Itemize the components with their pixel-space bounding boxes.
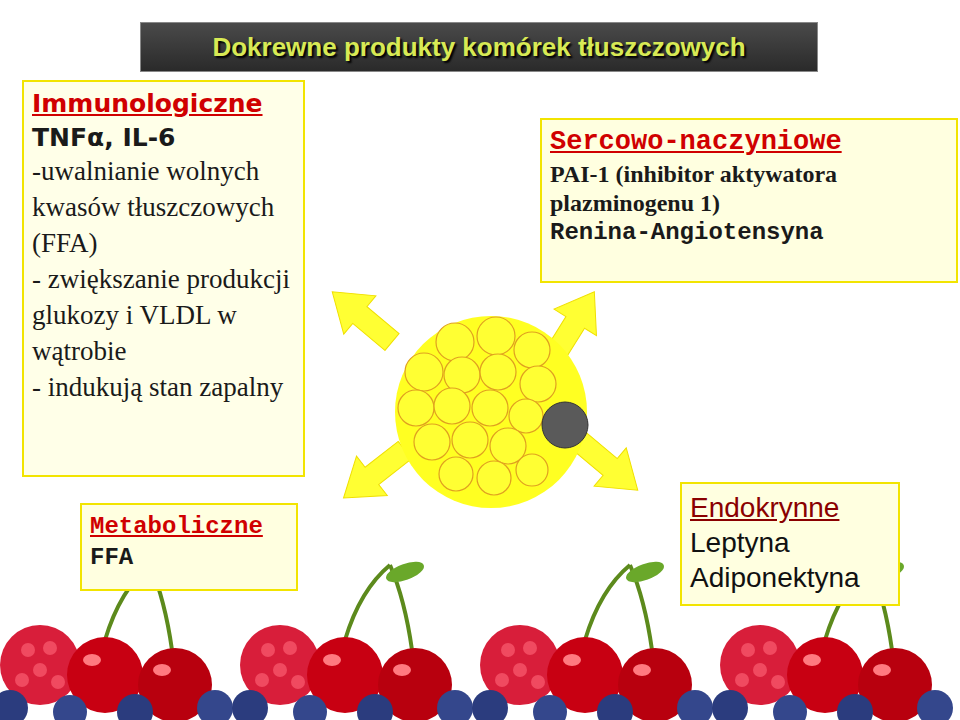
category-heading: Endokrynne <box>690 490 890 525</box>
category-heading: Metaboliczne <box>90 511 288 542</box>
fruit-cluster <box>472 558 713 720</box>
fat-cell <box>395 316 587 508</box>
nucleus <box>542 402 588 448</box>
category-item: Adiponektyna <box>690 560 890 595</box>
title: Dokrewne produkty komórek tłuszczowych <box>212 32 745 63</box>
arrow-up-left <box>316 273 408 361</box>
droplet <box>477 461 511 495</box>
droplet <box>414 424 450 460</box>
droplet <box>398 390 434 426</box>
category-item: - indukują stan zapalny <box>32 370 295 406</box>
droplet <box>439 457 473 491</box>
category-item: Renina-Angiotensyna <box>550 217 948 248</box>
category-box: EndokrynneLeptynaAdiponektyna <box>680 482 900 606</box>
category-box: MetaboliczneFFA <box>80 503 298 591</box>
title-bar: Dokrewne produkty komórek tłuszczowych <box>140 22 818 72</box>
droplet <box>452 422 488 458</box>
lipid-droplets <box>398 317 556 495</box>
category-box: ImmunologiczneTNFα, IL-6-uwalnianie woln… <box>22 80 305 477</box>
droplet <box>436 323 474 361</box>
droplet <box>514 332 550 368</box>
category-item: - zwiększanie produkcji glukozy i VLDL w… <box>32 262 295 370</box>
droplet <box>472 390 508 426</box>
droplet <box>509 399 543 433</box>
category-item: Leptyna <box>690 525 890 560</box>
category-heading: Immunologiczne <box>32 88 295 121</box>
category-item: -uwalnianie wolnych kwasów tłuszczowych … <box>32 154 295 262</box>
category-item: FFA <box>90 542 288 573</box>
droplet <box>520 366 556 402</box>
category-item: PAI-1 (inhibitor aktywatora plazminogenu… <box>550 160 948 218</box>
droplet <box>434 388 470 424</box>
category-heading: Sercowo-naczyniowe <box>550 126 948 160</box>
category-item: TNFα, IL-6 <box>32 121 295 155</box>
droplet <box>477 317 515 355</box>
droplet <box>480 354 516 390</box>
droplet <box>516 454 548 486</box>
category-box: Sercowo-naczyniowePAI-1 (inhibitor aktyw… <box>540 118 958 283</box>
droplet <box>405 353 443 391</box>
